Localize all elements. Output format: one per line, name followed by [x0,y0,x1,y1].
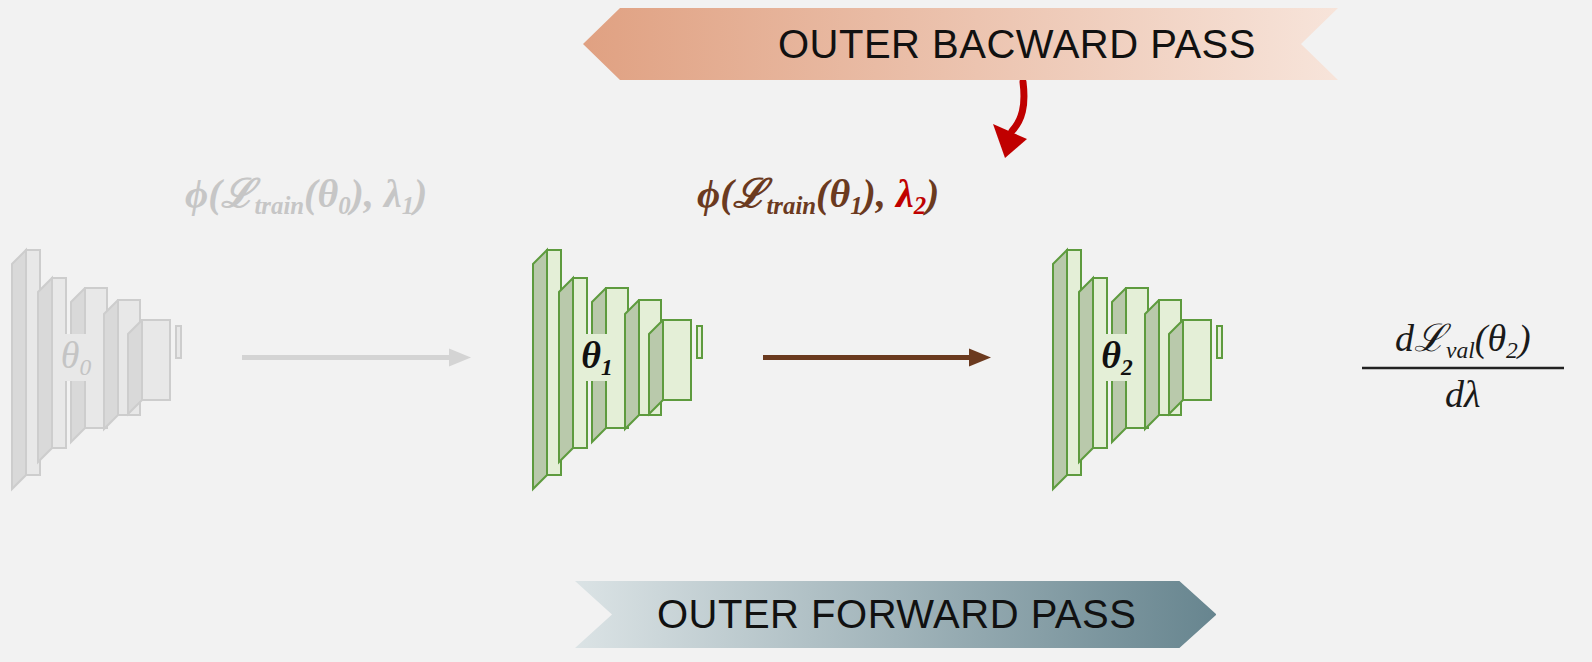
flow-line [242,355,451,360]
flow-arrow [763,349,991,367]
arrowhead [969,349,991,367]
subscript: val [1446,337,1475,363]
symbol: λ1 [384,171,414,216]
network-illustration [533,250,702,489]
banner-arrow [583,8,1338,80]
parameter-label: θ0 [58,334,94,381]
pointer-arrow [1012,82,1024,131]
subscript: 2 [1506,337,1518,363]
subscript: 2 [1121,354,1133,380]
subscript: 2 [914,192,926,219]
subscript: 1 [402,192,414,219]
update-formula: ϕ(ℒtrain(θ1), λ2) [697,170,939,221]
network-node: θ0 [10,240,182,475]
subscript: train [766,192,816,219]
network-illustration [1053,250,1222,489]
gradient-fraction: dλ [1445,372,1480,418]
banner-title: OUTER BACWARD PASS [778,22,1256,67]
subscript: 1 [850,192,862,219]
gradient-fraction: dℒval(θ2) [1395,316,1531,364]
banner-title: OUTER FORWARD PASS [657,592,1136,637]
parameter-label: θ2 [1098,334,1136,381]
subscript: 0 [338,192,350,219]
network-node: θ2 [1051,240,1223,475]
network-node: θ1 [531,240,703,475]
subscript: train [254,192,304,219]
pass-banner: OUTER BACWARD PASS [583,8,1338,80]
banner-arrow [575,581,1216,648]
pass-banner: OUTER FORWARD PASS [575,581,1216,648]
parameter-label: θ1 [578,334,616,381]
flow-arrow [242,349,471,367]
arrowhead [449,349,471,367]
subscript: 1 [601,354,613,380]
network-illustration [12,250,181,489]
symbol: λ2 [896,171,926,216]
flow-line [763,355,971,360]
fraction-bar [1362,367,1564,370]
subscript: 0 [79,354,91,380]
pointer-arrowhead [993,124,1027,158]
update-formula: ϕ(ℒtrain(θ0), λ1) [185,170,427,221]
